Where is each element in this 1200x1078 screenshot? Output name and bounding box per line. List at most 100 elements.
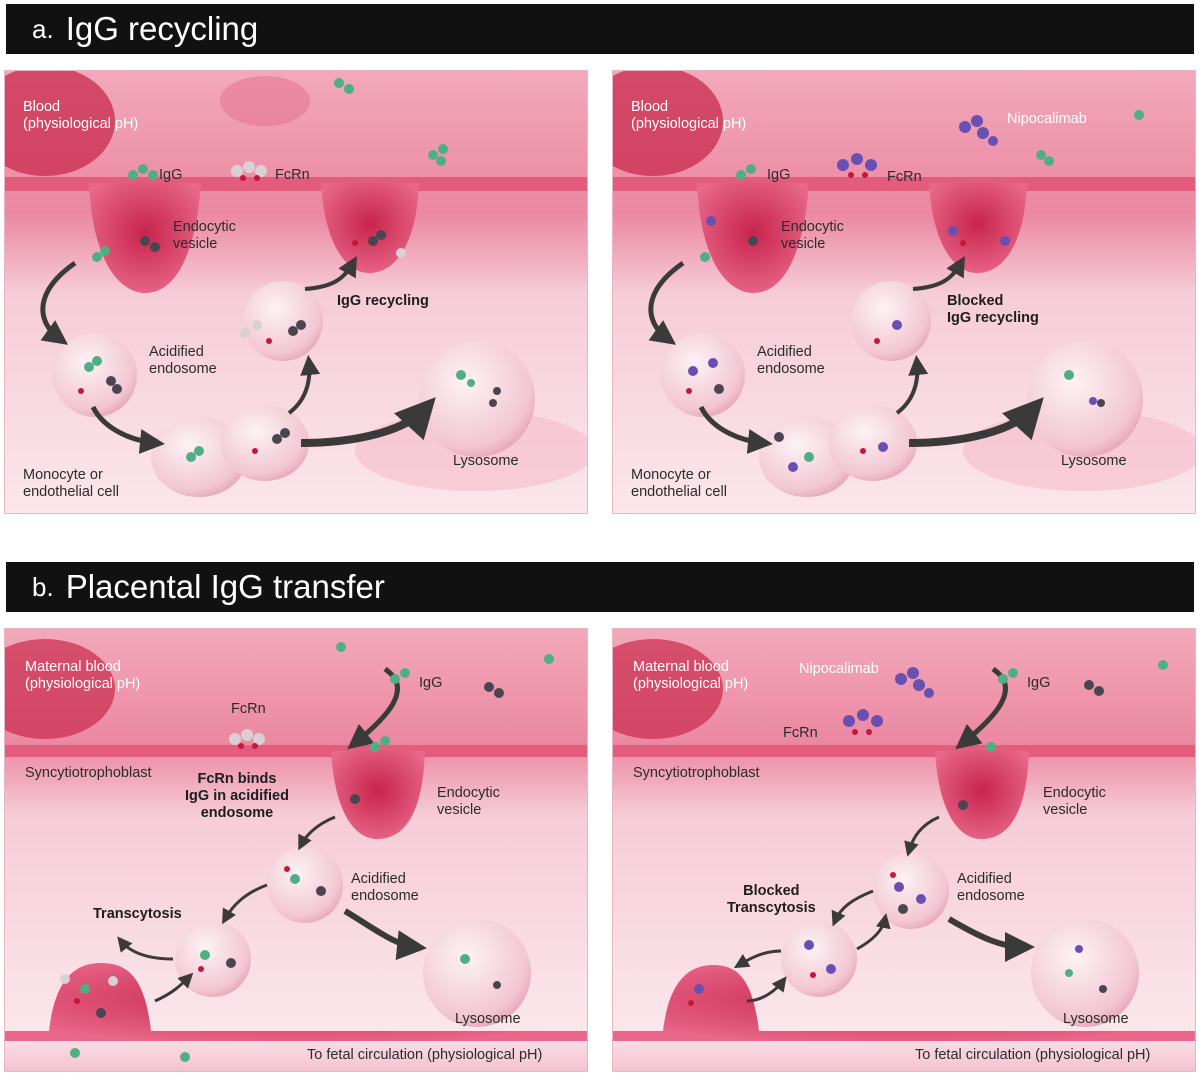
lysosome-label: Lysosome xyxy=(1063,1011,1129,1027)
flow-arrow xyxy=(746,976,787,1003)
nipocalimab-antibody xyxy=(688,115,1097,472)
maternal-blood-label: Maternal blood(physiological pH) xyxy=(633,659,749,692)
fcrn-receptor xyxy=(231,161,406,338)
fetal-circulation-label: To fetal circulation (physiological pH) xyxy=(307,1047,543,1063)
flow-arrow xyxy=(222,883,268,925)
endocytic-vesicle xyxy=(935,751,1029,839)
red-blood-cell xyxy=(5,639,115,739)
fcrn-binding-site xyxy=(78,175,358,454)
igg-antibody-dark xyxy=(96,682,504,1018)
fcrn-label: FcRn xyxy=(783,725,818,741)
exocytic-vesicle xyxy=(5,963,587,1041)
fcrn-binding-site xyxy=(686,172,966,454)
section-b-letter: b. xyxy=(32,571,54,602)
flow-arrow xyxy=(856,913,891,951)
nipocalimab-antibody xyxy=(694,667,1083,994)
flow-arrow xyxy=(831,889,874,927)
blocked-transcytosis-endosome xyxy=(781,921,857,997)
lysosome xyxy=(419,341,535,457)
flow-arrow xyxy=(908,397,1044,447)
transcytosis-endosome xyxy=(175,921,251,997)
lysosome xyxy=(423,919,531,1027)
flow-arrow xyxy=(40,260,77,345)
cell-membrane xyxy=(613,745,1195,757)
lysosome-label: Lysosome xyxy=(453,453,519,469)
flow-arrow xyxy=(895,355,929,415)
blood-label: Blood(physiological pH) xyxy=(631,99,747,132)
flow-arrow xyxy=(947,916,1035,962)
endocytic-vesicle xyxy=(331,751,425,839)
igg-recycling-label: IgG recycling xyxy=(337,293,429,309)
acidified-endosome xyxy=(267,847,343,923)
endocytic-vesicle xyxy=(321,183,419,273)
exocytic-vesicle xyxy=(613,965,1195,1041)
igg-antibody xyxy=(70,642,554,1062)
igg-antibody-dark xyxy=(898,680,1107,993)
blood-label: Blood(physiological pH) xyxy=(23,99,139,132)
maternal-blood-label: Maternal blood(physiological pH) xyxy=(25,659,141,692)
section-b-banner: b. Placental IgG transfer xyxy=(6,562,1194,612)
recycling-endosome xyxy=(851,281,931,361)
flow-arrow xyxy=(698,405,773,454)
endocytic-vesicle xyxy=(929,183,1027,273)
igg-antibody xyxy=(84,78,475,462)
flow-arrow xyxy=(304,256,357,291)
lysosome-label: Lysosome xyxy=(1061,453,1127,469)
fcrn-label: FcRn xyxy=(231,701,266,717)
lysosome xyxy=(1031,919,1139,1027)
panel-blocked-transcytosis: Maternal blood(physiological pH) Nipocal… xyxy=(612,628,1196,1072)
panel-illustration xyxy=(5,629,587,1071)
fcrn-binding-site xyxy=(74,743,290,1004)
flow-arrow xyxy=(117,936,174,961)
acidified-endosome xyxy=(661,333,745,417)
flow-arrow xyxy=(300,397,436,447)
flow-arrow xyxy=(912,256,965,291)
fcrn-label: FcRn xyxy=(887,169,922,185)
igg-antibody-dark xyxy=(106,230,501,444)
recycling-endosome xyxy=(243,281,323,361)
igg-antibody xyxy=(986,660,1168,977)
red-blood-cell xyxy=(613,71,723,176)
syncytiotrophoblast-label: Syncytiotrophoblast xyxy=(25,765,152,781)
igg-label: IgG xyxy=(767,167,791,183)
panel-illustration xyxy=(613,71,1195,513)
syncytiotrophoblast-label: Syncytiotrophoblast xyxy=(633,765,760,781)
nipocalimab-label: Nipocalimab xyxy=(1007,111,1087,127)
igg-label: IgG xyxy=(419,675,443,691)
flow-arrow xyxy=(154,972,194,1003)
flow-arrow xyxy=(343,908,427,961)
fetal-circulation-label: To fetal circulation (physiological pH) xyxy=(915,1047,1151,1063)
section-b-title: Placental IgG transfer xyxy=(65,568,385,605)
igg-antibody-dark xyxy=(714,236,1105,442)
section-a-title: IgG recycling xyxy=(65,10,259,47)
section-a-letter: a. xyxy=(32,13,54,44)
cell-membrane xyxy=(5,745,587,757)
panel-illustration xyxy=(613,629,1195,1071)
fcrn-binding-site xyxy=(688,729,896,1006)
flow-arrow xyxy=(90,405,165,454)
fcrn-label: FcRn xyxy=(275,167,310,183)
igg-label: IgG xyxy=(159,167,183,183)
panel-illustration xyxy=(5,71,587,513)
flow-arrow xyxy=(904,815,940,857)
igg-label: IgG xyxy=(1027,675,1051,691)
flow-arrow xyxy=(287,355,321,415)
flow-arrow xyxy=(648,260,685,345)
igg-antibody xyxy=(700,110,1144,462)
panel-igg-recycling: Blood(physiological pH) IgG FcRn Endocyt… xyxy=(4,70,588,514)
acidified-endosome xyxy=(53,333,137,417)
flow-arrow xyxy=(733,949,782,969)
fcrn-receptor xyxy=(60,729,265,986)
red-blood-cell xyxy=(5,71,115,176)
nipocalimab-label: Nipocalimab xyxy=(799,661,879,677)
